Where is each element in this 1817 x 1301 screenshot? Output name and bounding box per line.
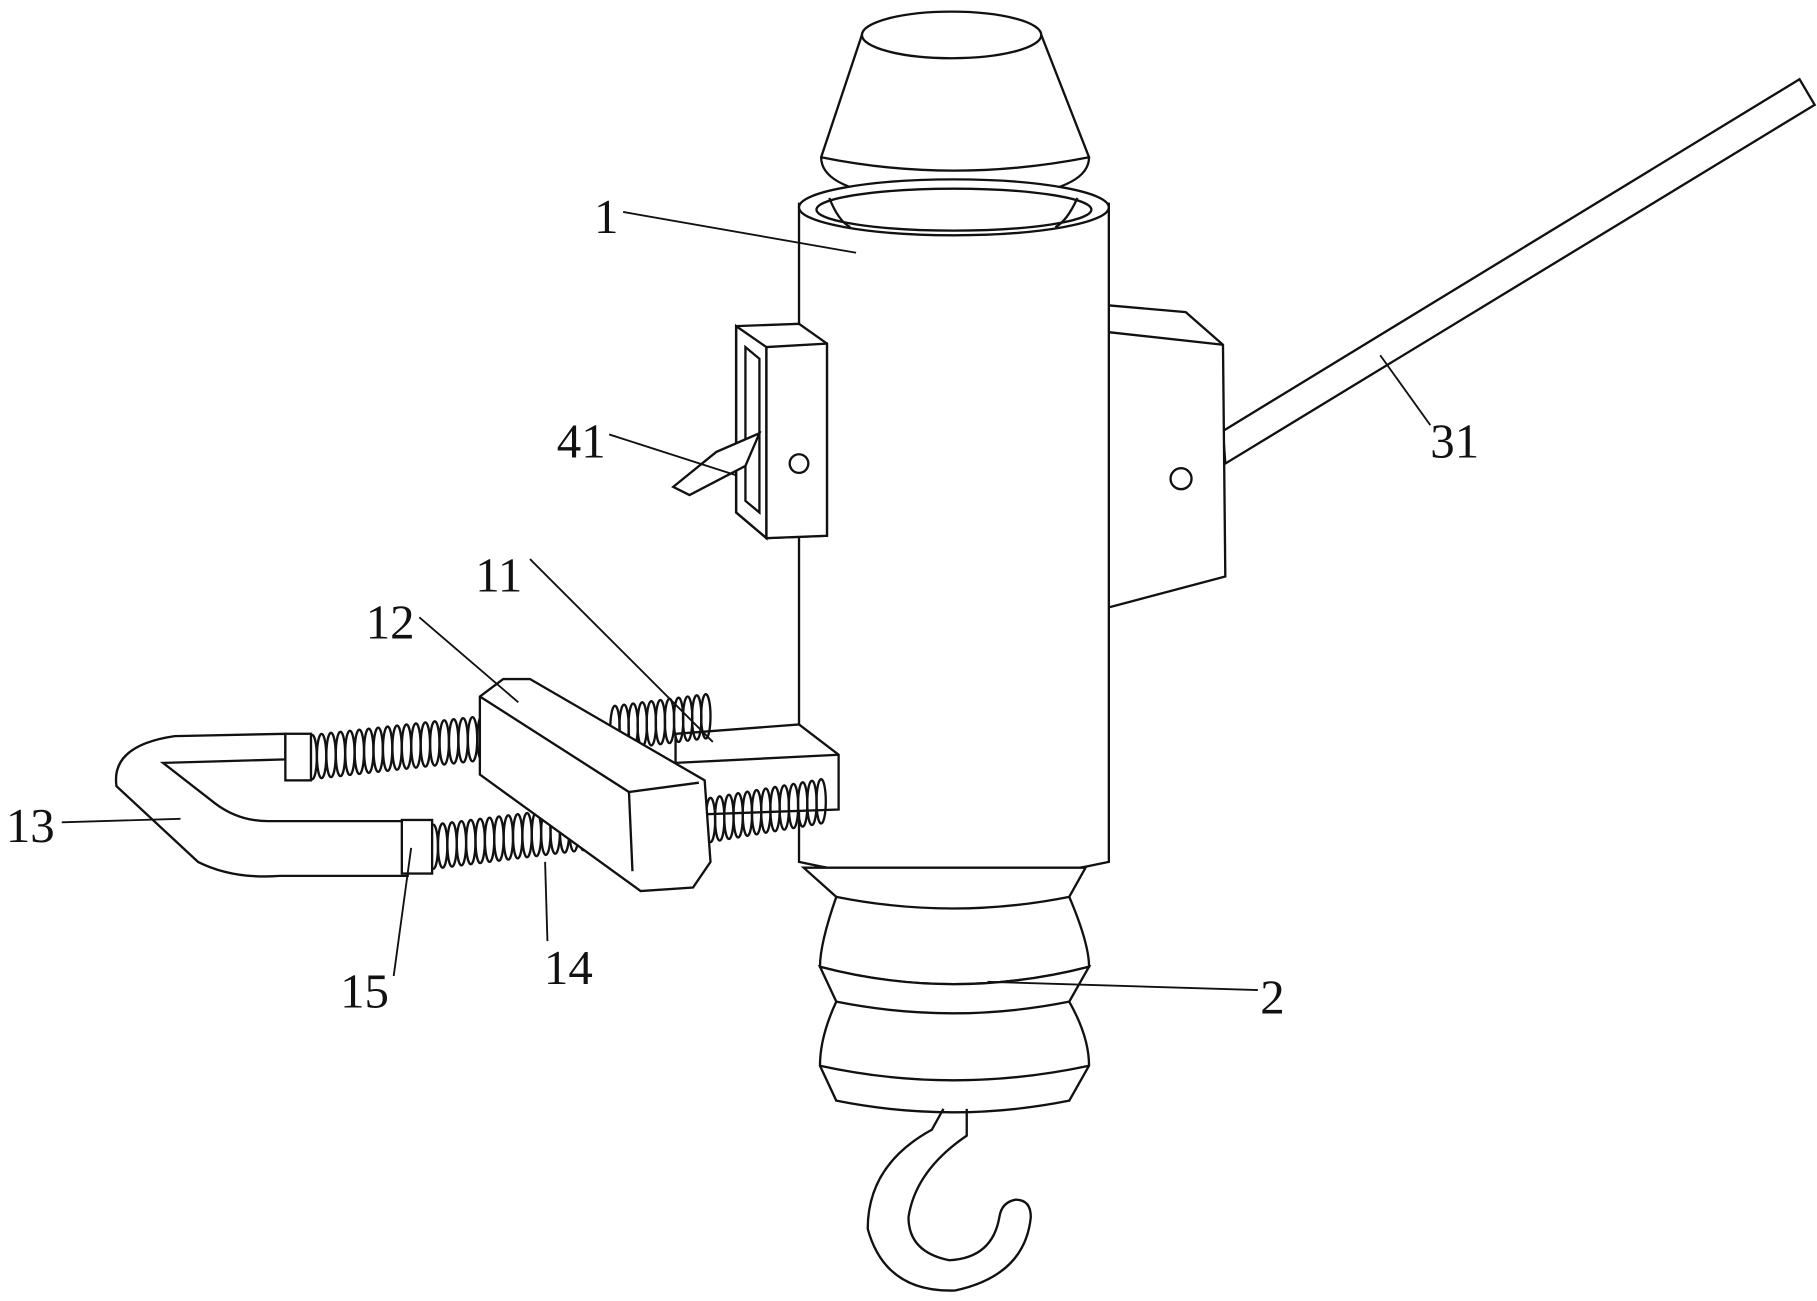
spring-coil bbox=[336, 732, 345, 776]
spring-coil bbox=[383, 727, 392, 771]
spring-coil bbox=[364, 729, 373, 773]
spring-coil bbox=[656, 700, 665, 744]
label-13: 13 bbox=[6, 798, 55, 853]
spring-coil bbox=[392, 726, 401, 770]
u-handle-13 bbox=[116, 734, 432, 877]
spring-coil bbox=[665, 699, 674, 743]
label-12: 12 bbox=[366, 594, 415, 649]
label-31: 31 bbox=[1430, 414, 1479, 469]
spring-coil bbox=[317, 734, 326, 778]
spring-coil bbox=[638, 702, 647, 746]
hook bbox=[868, 1109, 1031, 1291]
spring-coil bbox=[504, 815, 513, 859]
bottom-section-2 bbox=[804, 868, 1089, 1113]
spring-coil bbox=[355, 730, 364, 774]
label-11: 11 bbox=[475, 548, 522, 603]
spring-coil bbox=[468, 717, 477, 761]
top-cap bbox=[821, 12, 1089, 201]
spring-coil bbox=[430, 721, 439, 765]
spring-coil bbox=[476, 819, 485, 863]
spring-coil bbox=[438, 823, 447, 867]
label-41: 41 bbox=[557, 414, 606, 469]
spring-coil bbox=[402, 724, 411, 768]
spring-coil bbox=[326, 733, 335, 777]
spring-coil bbox=[421, 722, 430, 766]
rod-31 bbox=[1223, 79, 1815, 463]
spring-coil bbox=[440, 720, 449, 764]
main-body-1 bbox=[799, 179, 1109, 879]
spring-coil bbox=[466, 820, 475, 864]
right-bracket bbox=[1107, 305, 1226, 608]
spring-coil bbox=[411, 723, 420, 767]
spring-coil bbox=[485, 818, 494, 862]
spring-coil bbox=[457, 821, 466, 865]
label-1: 1 bbox=[594, 189, 618, 244]
label-14: 14 bbox=[544, 940, 593, 995]
spring-coil bbox=[345, 731, 354, 775]
label-15: 15 bbox=[340, 963, 389, 1018]
clamp-plate-12 bbox=[480, 679, 711, 891]
spring-coil bbox=[374, 728, 383, 772]
label-2: 2 bbox=[1260, 969, 1284, 1024]
spring-coil bbox=[458, 718, 467, 762]
left-bracket-41 bbox=[673, 324, 827, 538]
spring-coil bbox=[494, 816, 503, 860]
spring-coil bbox=[449, 719, 458, 763]
spring-coil bbox=[447, 822, 456, 866]
spring-coil bbox=[647, 701, 656, 745]
spring-coil bbox=[522, 813, 531, 857]
spring-coil bbox=[513, 814, 522, 858]
